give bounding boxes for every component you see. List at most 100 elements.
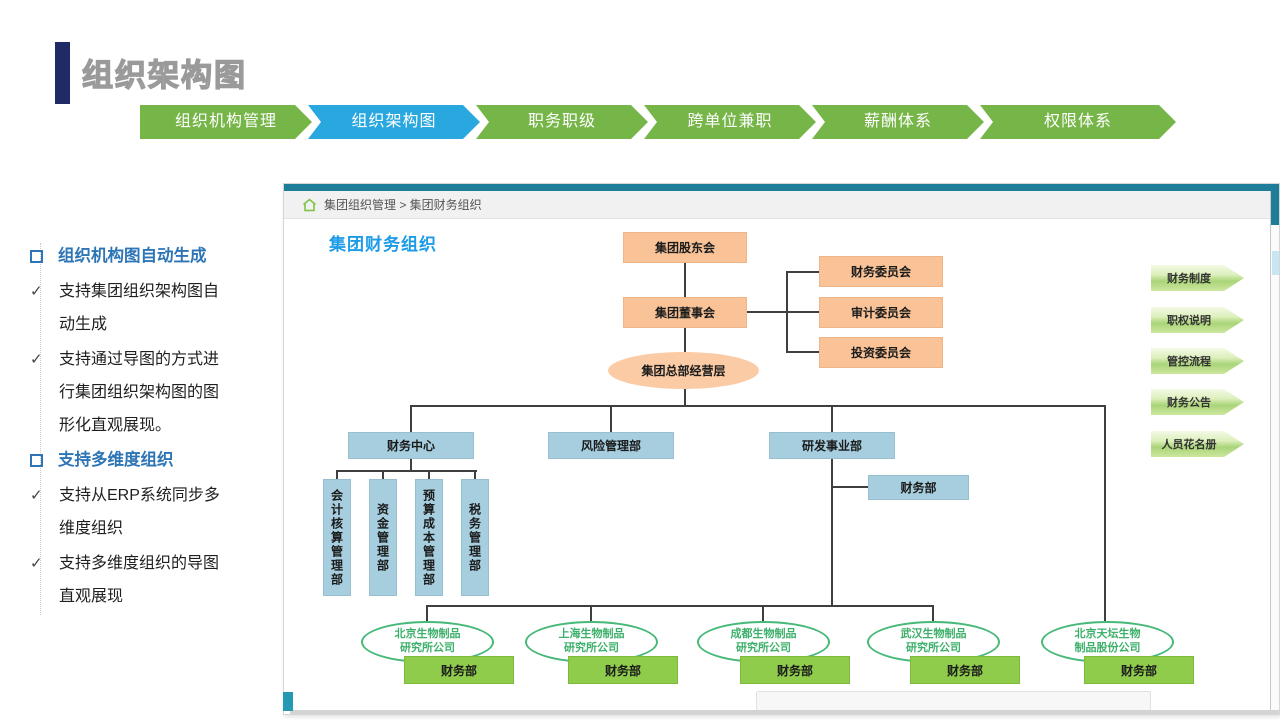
subsidiary-name: 北京天坛生物 xyxy=(1074,628,1141,641)
feature-section-title: 支持多维度组织 xyxy=(30,444,260,477)
quick-link-finance-rules[interactable]: 财务制度 xyxy=(1151,265,1244,291)
home-icon[interactable] xyxy=(302,197,317,212)
connector-line xyxy=(610,405,612,432)
quick-link-authority-notes[interactable]: 职权说明 xyxy=(1151,307,1244,333)
tab-label: 组织架构图 xyxy=(351,113,437,130)
org-node-accounting-dept: 会计核算管理部 xyxy=(323,479,351,596)
connector-line xyxy=(684,328,686,352)
org-node-investment-committee: 投资委员会 xyxy=(819,337,943,368)
connector-line xyxy=(426,605,428,622)
connector-line xyxy=(410,405,412,432)
feature-item: ✓ 支持多维度组织的导图直观展现 xyxy=(30,547,260,613)
connector-line xyxy=(474,470,476,480)
feature-item: ✓ 支持从ERP系统同步多维度组织 xyxy=(30,479,260,545)
connector-line xyxy=(786,351,819,353)
org-node-rd-dept: 研发事业部 xyxy=(769,432,895,459)
tab-permission-system[interactable]: 权限体系 xyxy=(980,105,1176,139)
feature-item-text: 支持从ERP系统同步多维度组织 xyxy=(59,487,220,537)
subsidiary-name: 制品股份公司 xyxy=(1074,642,1141,654)
subsidiary-name: 研究所公司 xyxy=(736,642,791,654)
scrollbar-top-segment xyxy=(1271,191,1279,225)
connector-line xyxy=(590,605,592,622)
feature-item-text: 支持多维度组织的导图直观展现 xyxy=(59,555,220,605)
vertical-scrollbar[interactable] xyxy=(1270,191,1279,714)
section-title-text: 组织机构图自动生成 xyxy=(58,247,207,265)
connector-line xyxy=(684,389,686,406)
connector-line xyxy=(762,605,764,622)
org-node-risk-dept: 风险管理部 xyxy=(548,432,674,459)
connector-line xyxy=(831,459,833,607)
breadcrumb[interactable]: 集团组织管理 > 集团财务组织 xyxy=(324,198,482,212)
bottom-scroll-rail[interactable] xyxy=(290,710,1279,714)
org-node-sub-finance-dept: 财务部 xyxy=(568,656,678,684)
feature-item-text: 支持通过导图的方式进行集团组织架构图的图形化直观展现。 xyxy=(59,351,220,434)
tab-label: 权限体系 xyxy=(1043,113,1112,130)
tab-org-chart[interactable]: 组织架构图 xyxy=(308,105,480,139)
check-icon: ✓ xyxy=(30,283,43,300)
check-icon: ✓ xyxy=(30,555,43,572)
subsidiary-name: 成都生物制品 xyxy=(730,628,797,641)
square-bullet-icon xyxy=(30,454,43,467)
page-title: 组织架构图 xyxy=(81,57,247,93)
org-node-audit-committee: 审计委员会 xyxy=(819,297,943,328)
check-icon: ✓ xyxy=(30,351,43,368)
subsidiary-name: 上海生物制品 xyxy=(558,628,625,641)
feature-item: ✓ 支持通过导图的方式进行集团组织架构图的图形化直观展现。 xyxy=(30,343,260,442)
org-node-shareholders: 集团股东会 xyxy=(623,232,747,263)
org-node-executive: 集团总部经营层 xyxy=(608,352,759,389)
connector-line xyxy=(382,470,384,480)
feature-item-text: 支持集团组织架构图自动生成 xyxy=(59,283,220,333)
subsidiary-name: 武汉生物制品 xyxy=(900,628,967,641)
org-node-finance-committee: 财务委员会 xyxy=(819,256,943,287)
feature-list: 组织机构图自动生成 ✓ 支持集团组织架构图自动生成 ✓ 支持通过导图的方式进行集… xyxy=(30,240,260,615)
subsidiary-name: 研究所公司 xyxy=(400,642,455,654)
quick-link-control-process[interactable]: 管控流程 xyxy=(1151,348,1244,374)
horizontal-scrollbar[interactable] xyxy=(756,691,1151,711)
connector-line xyxy=(428,470,430,480)
connector-line xyxy=(336,470,338,480)
connector-line xyxy=(747,311,787,313)
tab-cross-unit[interactable]: 跨单位兼职 xyxy=(644,105,816,139)
app-top-bar xyxy=(284,184,1279,191)
section-title-text: 支持多维度组织 xyxy=(58,451,174,469)
subsidiary-name: 研究所公司 xyxy=(564,642,619,654)
tab-job-grade[interactable]: 职务职级 xyxy=(476,105,648,139)
tab-label: 组织机构管理 xyxy=(174,113,277,130)
connector-line xyxy=(426,605,934,607)
tab-salary-system[interactable]: 薪酬体系 xyxy=(812,105,984,139)
org-node-tax-dept: 税务管理部 xyxy=(461,479,489,596)
tab-org-management[interactable]: 组织机构管理 xyxy=(140,105,312,139)
org-node-treasury-dept: 资金管理部 xyxy=(369,479,397,596)
quick-link-finance-notice[interactable]: 财务公告 xyxy=(1151,389,1244,415)
tab-label: 职务职级 xyxy=(527,113,596,130)
connector-line xyxy=(410,459,412,472)
connector-line xyxy=(336,470,477,472)
subsidiary-name: 研究所公司 xyxy=(906,642,961,654)
connector-line xyxy=(832,486,869,488)
org-node-sub-finance-dept: 财务部 xyxy=(740,656,850,684)
corner-accent-chip xyxy=(283,692,293,711)
subsidiary-name: 北京生物制品 xyxy=(394,628,461,641)
app-page-title: 集团财务组织 xyxy=(329,235,437,254)
org-node-finance-center: 财务中心 xyxy=(348,432,474,459)
feature-section-title: 组织机构图自动生成 xyxy=(30,240,260,273)
org-node-sub-finance-dept: 财务部 xyxy=(404,656,514,684)
org-node-rd-finance: 财务部 xyxy=(868,475,969,500)
connector-line xyxy=(786,311,819,313)
square-bullet-icon xyxy=(30,250,43,263)
org-node-sub-finance-dept: 财务部 xyxy=(1084,656,1194,684)
tab-label: 跨单位兼职 xyxy=(687,113,773,130)
sidebar-guide-line xyxy=(40,243,41,615)
quick-link-staff-roster[interactable]: 人员花名册 xyxy=(1151,431,1244,457)
feature-item: ✓ 支持集团组织架构图自动生成 xyxy=(30,275,260,341)
org-node-sub-finance-dept: 财务部 xyxy=(910,656,1020,684)
connector-line xyxy=(786,271,819,273)
connector-line xyxy=(684,263,686,297)
vertical-scrollbar-thumb[interactable] xyxy=(1272,251,1279,275)
breadcrumb-bar: 集团组织管理 > 集团财务组织 xyxy=(284,191,1271,219)
org-node-budget-dept: 预算成本管理部 xyxy=(415,479,443,596)
org-node-board: 集团董事会 xyxy=(623,297,747,328)
connector-line xyxy=(1104,405,1106,621)
check-icon: ✓ xyxy=(30,487,43,504)
